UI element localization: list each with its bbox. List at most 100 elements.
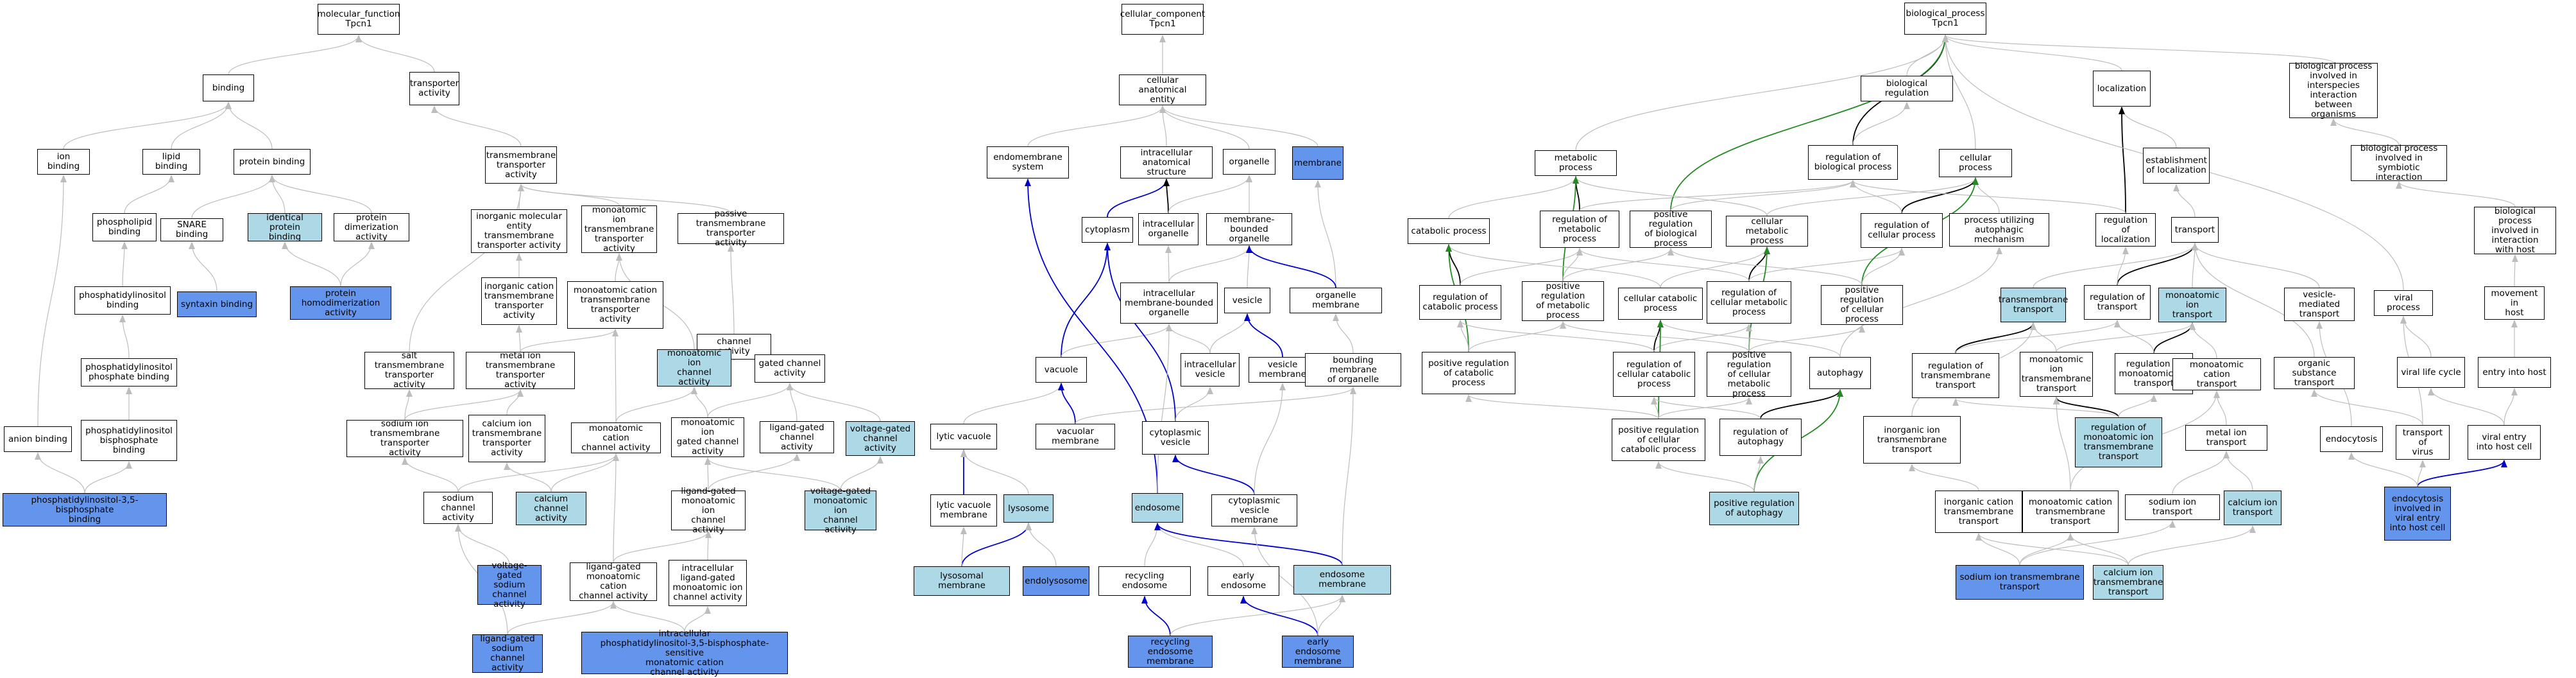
node-binding: binding <box>203 74 254 101</box>
node-endolyso: endolysosome <box>1023 566 1089 596</box>
edge-cell-metab-to-metab <box>1573 176 1768 216</box>
node-metal-ion-transport: metal ion transport <box>2185 425 2267 451</box>
edge-reg-cell-catab-to-reg-catab <box>1457 320 1655 352</box>
node-tm-transport: transmembrane transport <box>1999 288 2068 322</box>
edge-bp-host-to-symbiotic <box>2396 181 2516 207</box>
edge-identprot-to-protbind <box>269 175 286 214</box>
edge-cell-metab-to-cell-proc <box>1766 177 1979 216</box>
edge-pos-reg-catab-to-pos-reg-metab <box>1468 321 1566 352</box>
node-catab: catabolic process <box>1408 218 1490 244</box>
edge-early-mem-to-early <box>1240 596 1318 636</box>
edge-vesicle-to-membound <box>1245 245 1252 288</box>
node-symbiotic: biological process involved in symbiotic… <box>2351 144 2447 182</box>
node-organic-sub: organic substance transport <box>2274 357 2355 389</box>
edge-lysosome-to-lytic <box>960 449 1029 495</box>
node-inorg-cat-tm: inorganic cation transmembrane transport <box>1935 491 2022 533</box>
node-transp-act: transporter activity <box>409 72 459 105</box>
edge-pos-reg-metab-to-reg-metab <box>1562 248 1583 282</box>
edge-ves-mem-to-vesicle <box>1244 313 1283 358</box>
edge-reg-loc-to-reg-bp <box>1850 180 2126 214</box>
edge-pi35-to-anion <box>35 452 85 494</box>
node-ionbind: ion binding <box>37 149 90 175</box>
edge-calcium-chan-to-monocat-chan <box>550 453 619 492</box>
edge-reg-loc-to-localization <box>2119 107 2126 214</box>
node-cell-proc: cellular process <box>1939 149 2012 177</box>
node-move-host: movement in host <box>2484 286 2545 320</box>
edge-viral-entry-to-entry-host <box>2503 388 2518 426</box>
edge-organic-sub-to-transport <box>2192 243 2315 358</box>
edge-monoion-tm-transport-to-tm-transport <box>2030 322 2057 352</box>
edge-reg-cell-metab-to-reg-cell-proc <box>1748 248 1905 282</box>
edge-ptdinsP-to-ptdins <box>119 315 130 359</box>
node-viral-life: viral life cycle <box>2397 357 2465 388</box>
edge-homodimer-to-identprot <box>282 241 341 287</box>
node-autophagy: autophagy <box>1809 357 1871 389</box>
edge-early-to-endosome <box>1154 523 1244 567</box>
node-reg-monoion-tm: regulation of monoatomic ion transmembra… <box>2075 417 2162 467</box>
edge-reg-cell-catab-to-reg-cell-metab <box>1653 324 1752 352</box>
edge-reg-metab-to-metab <box>1573 176 1580 211</box>
node-viral-entry: viral entry into host cell <box>2468 425 2541 460</box>
edge-recyc-mem-to-endo-mem <box>1170 595 1345 636</box>
edge-recyc-mem-to-recyc <box>1141 596 1171 636</box>
edge-reg-monoion-transport-to-reg-transport <box>2114 320 2154 354</box>
node-reg-metab: regulation of metabolic process <box>1540 211 1619 248</box>
edge-vg-monoion-to-voltage-gated <box>840 456 883 491</box>
edge-move-host-to-bp-host <box>2511 254 2518 287</box>
edge-monocat-chan-to-monoion-chan <box>615 387 697 423</box>
edge-reg-bp-to-bio-reg <box>1852 101 1910 146</box>
edge-cytoplasm-to-intra-struct <box>1107 178 1170 218</box>
edge-viral-life-to-viral-proc <box>2400 316 2432 358</box>
node-bp-host: biological process involved in interacti… <box>2474 206 2556 254</box>
edge-endo-viral-to-endocytosis <box>2348 452 2418 487</box>
node-calcium-transport: calcium ion transport <box>2224 491 2282 525</box>
node-early-mem: early endosome membrane <box>1282 636 1354 668</box>
edge-pos-reg-cell-to-reg-cell-proc <box>1861 248 1905 286</box>
node-org-mem: organelle membrane <box>1290 288 1382 313</box>
node-lg-monocat: ligand-gated monoatomic cation channel a… <box>570 562 657 601</box>
node-early: early endosome <box>1207 566 1279 596</box>
edge-inorg-cat-tm-to-inorg-ion-tm <box>1909 464 1979 491</box>
edge-org-mem-to-membrane <box>1315 180 1336 288</box>
node-cyto-ves-mem: cytoplasmic vesicle membrane <box>1211 494 1297 526</box>
edge-symbiotic-to-interspecies <box>2330 118 2400 146</box>
edge-monoion-gated-to-monoion-chan <box>691 387 708 418</box>
node-vesicle: vesicle <box>1224 288 1270 313</box>
edge-sodium-tta-to-metalion <box>404 389 524 421</box>
node-monocat-transport: monoatomic cation transport <box>2172 358 2261 390</box>
edge-bound-mem-to-org-mem <box>1333 313 1354 354</box>
edge-intra-org-to-intra-struct <box>1163 178 1170 214</box>
edge-reg-transport-to-reg-loc <box>2117 247 2129 286</box>
edge-reg-transport-to-transport <box>2117 243 2198 286</box>
edge-intra-membound-to-membound <box>1168 245 1252 283</box>
edge-intra-vesicle-to-intra-membound <box>1166 324 1211 354</box>
edge-sodium-chan-to-sodium-tta <box>402 457 459 492</box>
edge-endo-mem-to-bound-mem <box>1342 387 1356 566</box>
node-membrane: membrane <box>1292 146 1343 180</box>
edge-monoion-gated-to-gated <box>707 383 793 418</box>
node-pos-reg-catab: positive regulation of catabolic process <box>1422 352 1515 394</box>
node-tmta: transmembrane transporter activity <box>485 146 557 184</box>
node-monoion-transport: monoatomic ion transport <box>2158 288 2226 322</box>
node-calcium-tta: calcium ion transmembrane transporter ac… <box>468 415 545 462</box>
node-reg-cell-metab: regulation of cellular metabolic process <box>1707 281 1791 324</box>
edge-pos-reg-autophagy-to-reg-autophagy <box>1753 456 1764 492</box>
node-intra-struct: intracellular anatomical structure <box>1120 146 1213 178</box>
edge-reg-tm-transport-to-reg-transport <box>1955 320 2120 354</box>
node-cc: cellular_component Tpcn1 <box>1120 4 1205 35</box>
edge-calcium-transport-to-metal-ion-transport <box>2223 451 2253 491</box>
edge-reg-catab-to-reg-metab <box>1460 248 1583 286</box>
node-sodium-tta: sodium ion transmembrane transporter act… <box>346 419 463 458</box>
node-identprot: identical protein binding <box>248 213 322 241</box>
node-endo-viral: endocytosis involved in viral entry into… <box>2384 487 2451 541</box>
edge-calcium-tta-to-metalion <box>506 389 524 415</box>
edge-lg-sodium-to-lg-monocat <box>507 601 617 635</box>
edge-lipidbind-to-binding <box>171 101 232 150</box>
node-organelle: organelle <box>1223 149 1275 175</box>
node-endomem: endomembrane system <box>987 146 1069 178</box>
edge-endomem-to-cae <box>1027 105 1166 147</box>
node-protdimer: protein dimerization activity <box>334 213 409 241</box>
node-monoion-gated: monoatomic ion gated channel activity <box>671 417 744 457</box>
edge-cyto-ves-mem-to-cyto-ves <box>1172 455 1255 495</box>
edge-vesicle-med-to-transport <box>2192 243 2320 288</box>
